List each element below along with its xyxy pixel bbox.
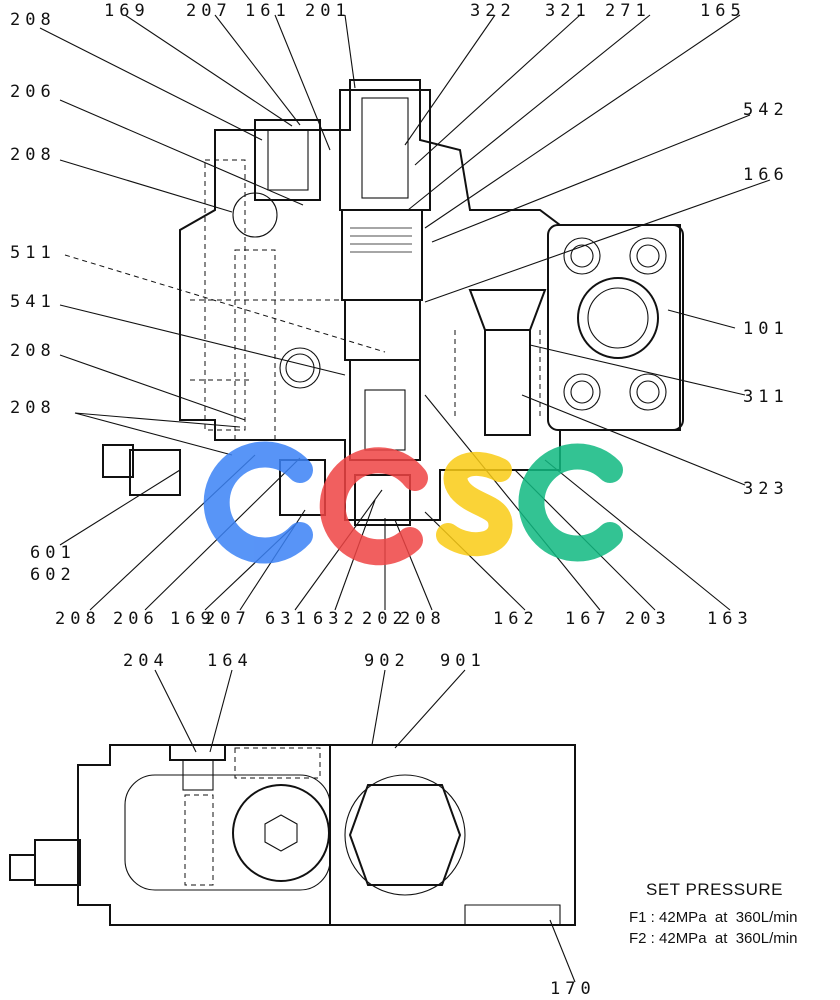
part-label: 201: [305, 1, 351, 21]
part-label: 511: [10, 243, 56, 263]
part-label: 601: [30, 543, 76, 563]
part-label: 271: [605, 1, 651, 21]
part-label: 208: [10, 398, 56, 418]
set-pressure-title: SET PRESSURE: [646, 880, 784, 899]
part-label: 169: [170, 609, 216, 629]
part-label: 208: [10, 10, 56, 30]
part-label: 208: [10, 341, 56, 361]
part-label: 631: [265, 609, 311, 629]
part-label: 203: [625, 609, 671, 629]
part-label: 165: [700, 1, 746, 21]
part-label: 208: [10, 145, 56, 165]
part-label: 632: [313, 609, 359, 629]
part-label: 602: [30, 565, 76, 585]
lower-leader-lines: [154, 669, 576, 983]
part-label: 322: [470, 1, 516, 21]
watermark-logo: [203, 441, 623, 566]
part-label: 207: [205, 609, 251, 629]
watermark-letter-2: [319, 447, 428, 566]
part-label: 208: [400, 609, 446, 629]
part-label: 206: [10, 82, 56, 102]
part-label: 101: [743, 319, 789, 339]
set-pressure-f1: F1 : 42MPa at 360L/min: [629, 909, 798, 926]
part-label: 542: [743, 100, 789, 120]
part-label: 901: [440, 651, 486, 671]
part-label: 167: [565, 609, 611, 629]
part-label: 902: [364, 651, 410, 671]
part-label: 206: [113, 609, 159, 629]
part-label: 163: [707, 609, 753, 629]
set-pressure-f2: F2 : 42MPa at 360L/min: [629, 930, 798, 947]
part-label: 204: [123, 651, 169, 671]
part-label: 208: [55, 609, 101, 629]
leader-lines: [39, 14, 771, 611]
part-label: 207: [186, 1, 232, 21]
part-label: 323: [743, 479, 789, 499]
part-label: 161: [245, 1, 291, 21]
part-label: 166: [743, 165, 789, 185]
part-label: 541: [10, 292, 56, 312]
watermark-letter-3: [436, 451, 513, 557]
upper-section-view: [64, 79, 684, 526]
part-label: 170: [550, 979, 596, 999]
part-label: 321: [545, 1, 591, 21]
lower-plan-view: [9, 744, 576, 926]
part-label: 202: [362, 609, 408, 629]
part-label: 311: [743, 387, 789, 407]
part-label: 169: [104, 1, 150, 21]
watermark-letter-4: [518, 443, 623, 562]
part-label: 162: [493, 609, 539, 629]
part-label: 164: [207, 651, 253, 671]
watermark-letter-1: [203, 441, 313, 564]
part-number-labels: 208 169 207 161 201 322 321 271 165 206 …: [10, 1, 789, 999]
